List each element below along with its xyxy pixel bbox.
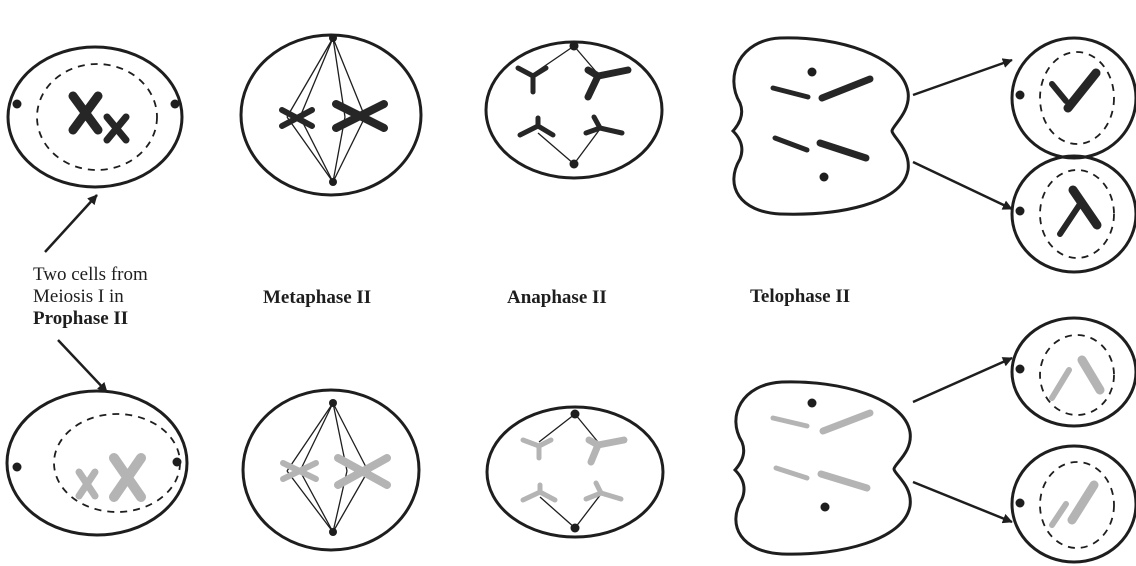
telophase-ii-cell-bottom <box>735 382 910 554</box>
metaphase-ii-cell-top <box>241 34 421 195</box>
arrow-to-daughter-1 <box>913 60 1012 95</box>
chromosome-large-light <box>114 458 141 497</box>
anaphase-ii-label: Anaphase II <box>507 287 607 309</box>
arrow-to-daughter-2 <box>913 162 1012 209</box>
arrow-to-daughter-3 <box>913 358 1012 402</box>
arrow-to-daughter-4 <box>913 482 1012 522</box>
metaphase-ii-cell-bottom <box>243 390 419 550</box>
chromosome-large-dark <box>73 96 98 130</box>
telophase-ii-label: Telophase II <box>750 286 850 308</box>
anaphase-ii-cell-top <box>486 42 662 179</box>
chromatids-light <box>773 413 870 488</box>
metaphase-ii-label: Metaphase II <box>263 287 371 309</box>
prophase-label-line3: Prophase II <box>33 308 128 330</box>
chromosome-small-dark <box>282 110 312 126</box>
telophase-ii-cell-top <box>733 38 908 214</box>
arrow-to-top-prophase <box>45 195 97 252</box>
prophase-ii-cell-top <box>8 47 182 187</box>
chromatids-dark <box>773 79 870 158</box>
daughter-cell-4 <box>1012 446 1136 562</box>
daughter-cell-2 <box>1012 156 1136 272</box>
chromatids-light <box>523 440 624 500</box>
daughter-cell-1 <box>1012 38 1136 158</box>
anaphase-ii-cell-bottom <box>487 407 663 537</box>
chromosome-small-dark <box>107 117 126 140</box>
chromosome-small-light <box>79 472 95 496</box>
daughter-cell-3 <box>1012 318 1136 426</box>
chromatids-dark <box>518 68 628 135</box>
chromosome-small-light <box>283 463 316 479</box>
arrow-to-bottom-prophase <box>58 340 107 392</box>
prophase-ii-cell-bottom <box>7 391 187 535</box>
prophase-label-line2: Meiosis I in <box>33 286 124 308</box>
prophase-label-line1: Two cells from <box>33 264 148 286</box>
chromosome-large-dark <box>336 104 384 128</box>
